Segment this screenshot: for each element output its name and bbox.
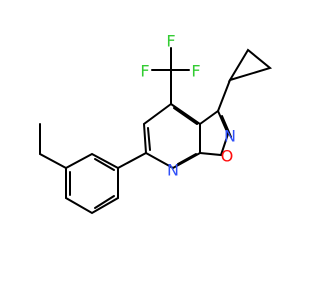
- pyridine-double-bonds: [147, 107, 198, 165]
- bond-lines: [39, 47, 273, 215]
- pyridine-ring: [142, 102, 201, 170]
- fluorine-top-label: F: [166, 32, 175, 51]
- pyridine-nitrogen-label: N: [167, 161, 179, 180]
- atom-labels: F F F N N O: [140, 32, 236, 180]
- isoxazole-nitrogen-label: N: [224, 127, 236, 146]
- cyclopropyl-attachment-bond: [217, 79, 231, 112]
- fluorine-left-label: F: [140, 62, 149, 81]
- fluorine-right-label: F: [191, 62, 200, 81]
- phenyl-ring: [65, 152, 119, 215]
- cf3-fluorine-bonds: [151, 47, 190, 71]
- isoxazole-double-bond: [221, 115, 232, 138]
- isoxazole-oxygen-label: O: [221, 147, 234, 166]
- ethyl-group: [39, 123, 67, 169]
- phenyl-double-bonds: [69, 158, 115, 209]
- aryl-attachment-bond: [117, 152, 147, 169]
- isoxazole-ring: [199, 109, 230, 157]
- cyclopropyl-ring: [227, 48, 273, 82]
- molecule-structure-diagram: F F F N N O: [39, 32, 273, 215]
